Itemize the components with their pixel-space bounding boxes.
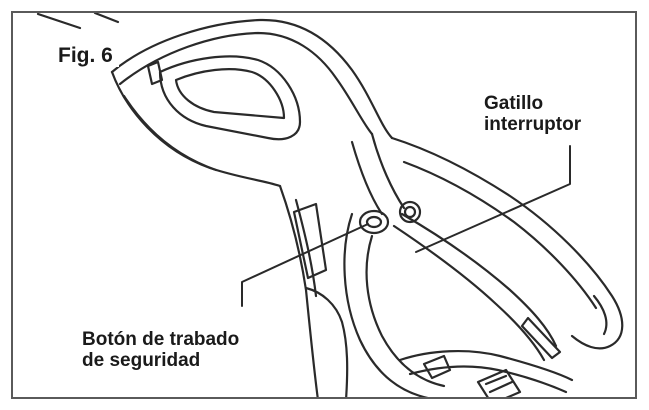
figure-frame (11, 11, 637, 399)
trigger-switch-label: Gatillo interruptor (484, 93, 582, 135)
housing-left-sweep (110, 70, 282, 188)
pivot-pin (398, 200, 422, 224)
housing-band (350, 140, 384, 216)
housing-band-2 (370, 132, 406, 210)
housing-inner-top (118, 31, 374, 136)
trigger-lever-inner (392, 224, 546, 362)
housing-nose-inner (402, 160, 598, 310)
guard-base (398, 350, 574, 382)
stray-line-top-2 (93, 13, 120, 24)
trigger-guard (343, 212, 429, 397)
cord-connector (476, 368, 522, 397)
figure-label: Fig. 6 (56, 44, 119, 68)
trigger-guard-inner (365, 234, 446, 388)
cord-connector-detail (484, 374, 514, 394)
grip-panel (292, 202, 328, 280)
grip-outer (278, 184, 319, 397)
trigger-lever-tip (520, 316, 562, 360)
pivot-pin-inner (403, 205, 417, 219)
housing-window (158, 55, 302, 141)
housing-nose (390, 136, 624, 350)
trigger-leader-line (415, 145, 571, 253)
trigger-lever (400, 212, 558, 348)
housing-window-inner (174, 68, 286, 120)
lock-off-button (358, 209, 390, 235)
housing-left-sweep-inner (122, 94, 218, 172)
lock-off-button-label: Botón de trabado de seguridad (82, 329, 240, 371)
grip-front (294, 198, 318, 298)
stray-line-top (36, 13, 82, 30)
housing-nose-cap (592, 294, 608, 336)
guard-base-inner (408, 365, 568, 394)
housing-notch (146, 60, 164, 86)
lock-leader-line (241, 223, 369, 307)
cord-clip (422, 354, 452, 380)
housing-outline-top (110, 18, 394, 140)
grip-lower (304, 286, 349, 397)
lock-off-button-inner (365, 215, 383, 229)
